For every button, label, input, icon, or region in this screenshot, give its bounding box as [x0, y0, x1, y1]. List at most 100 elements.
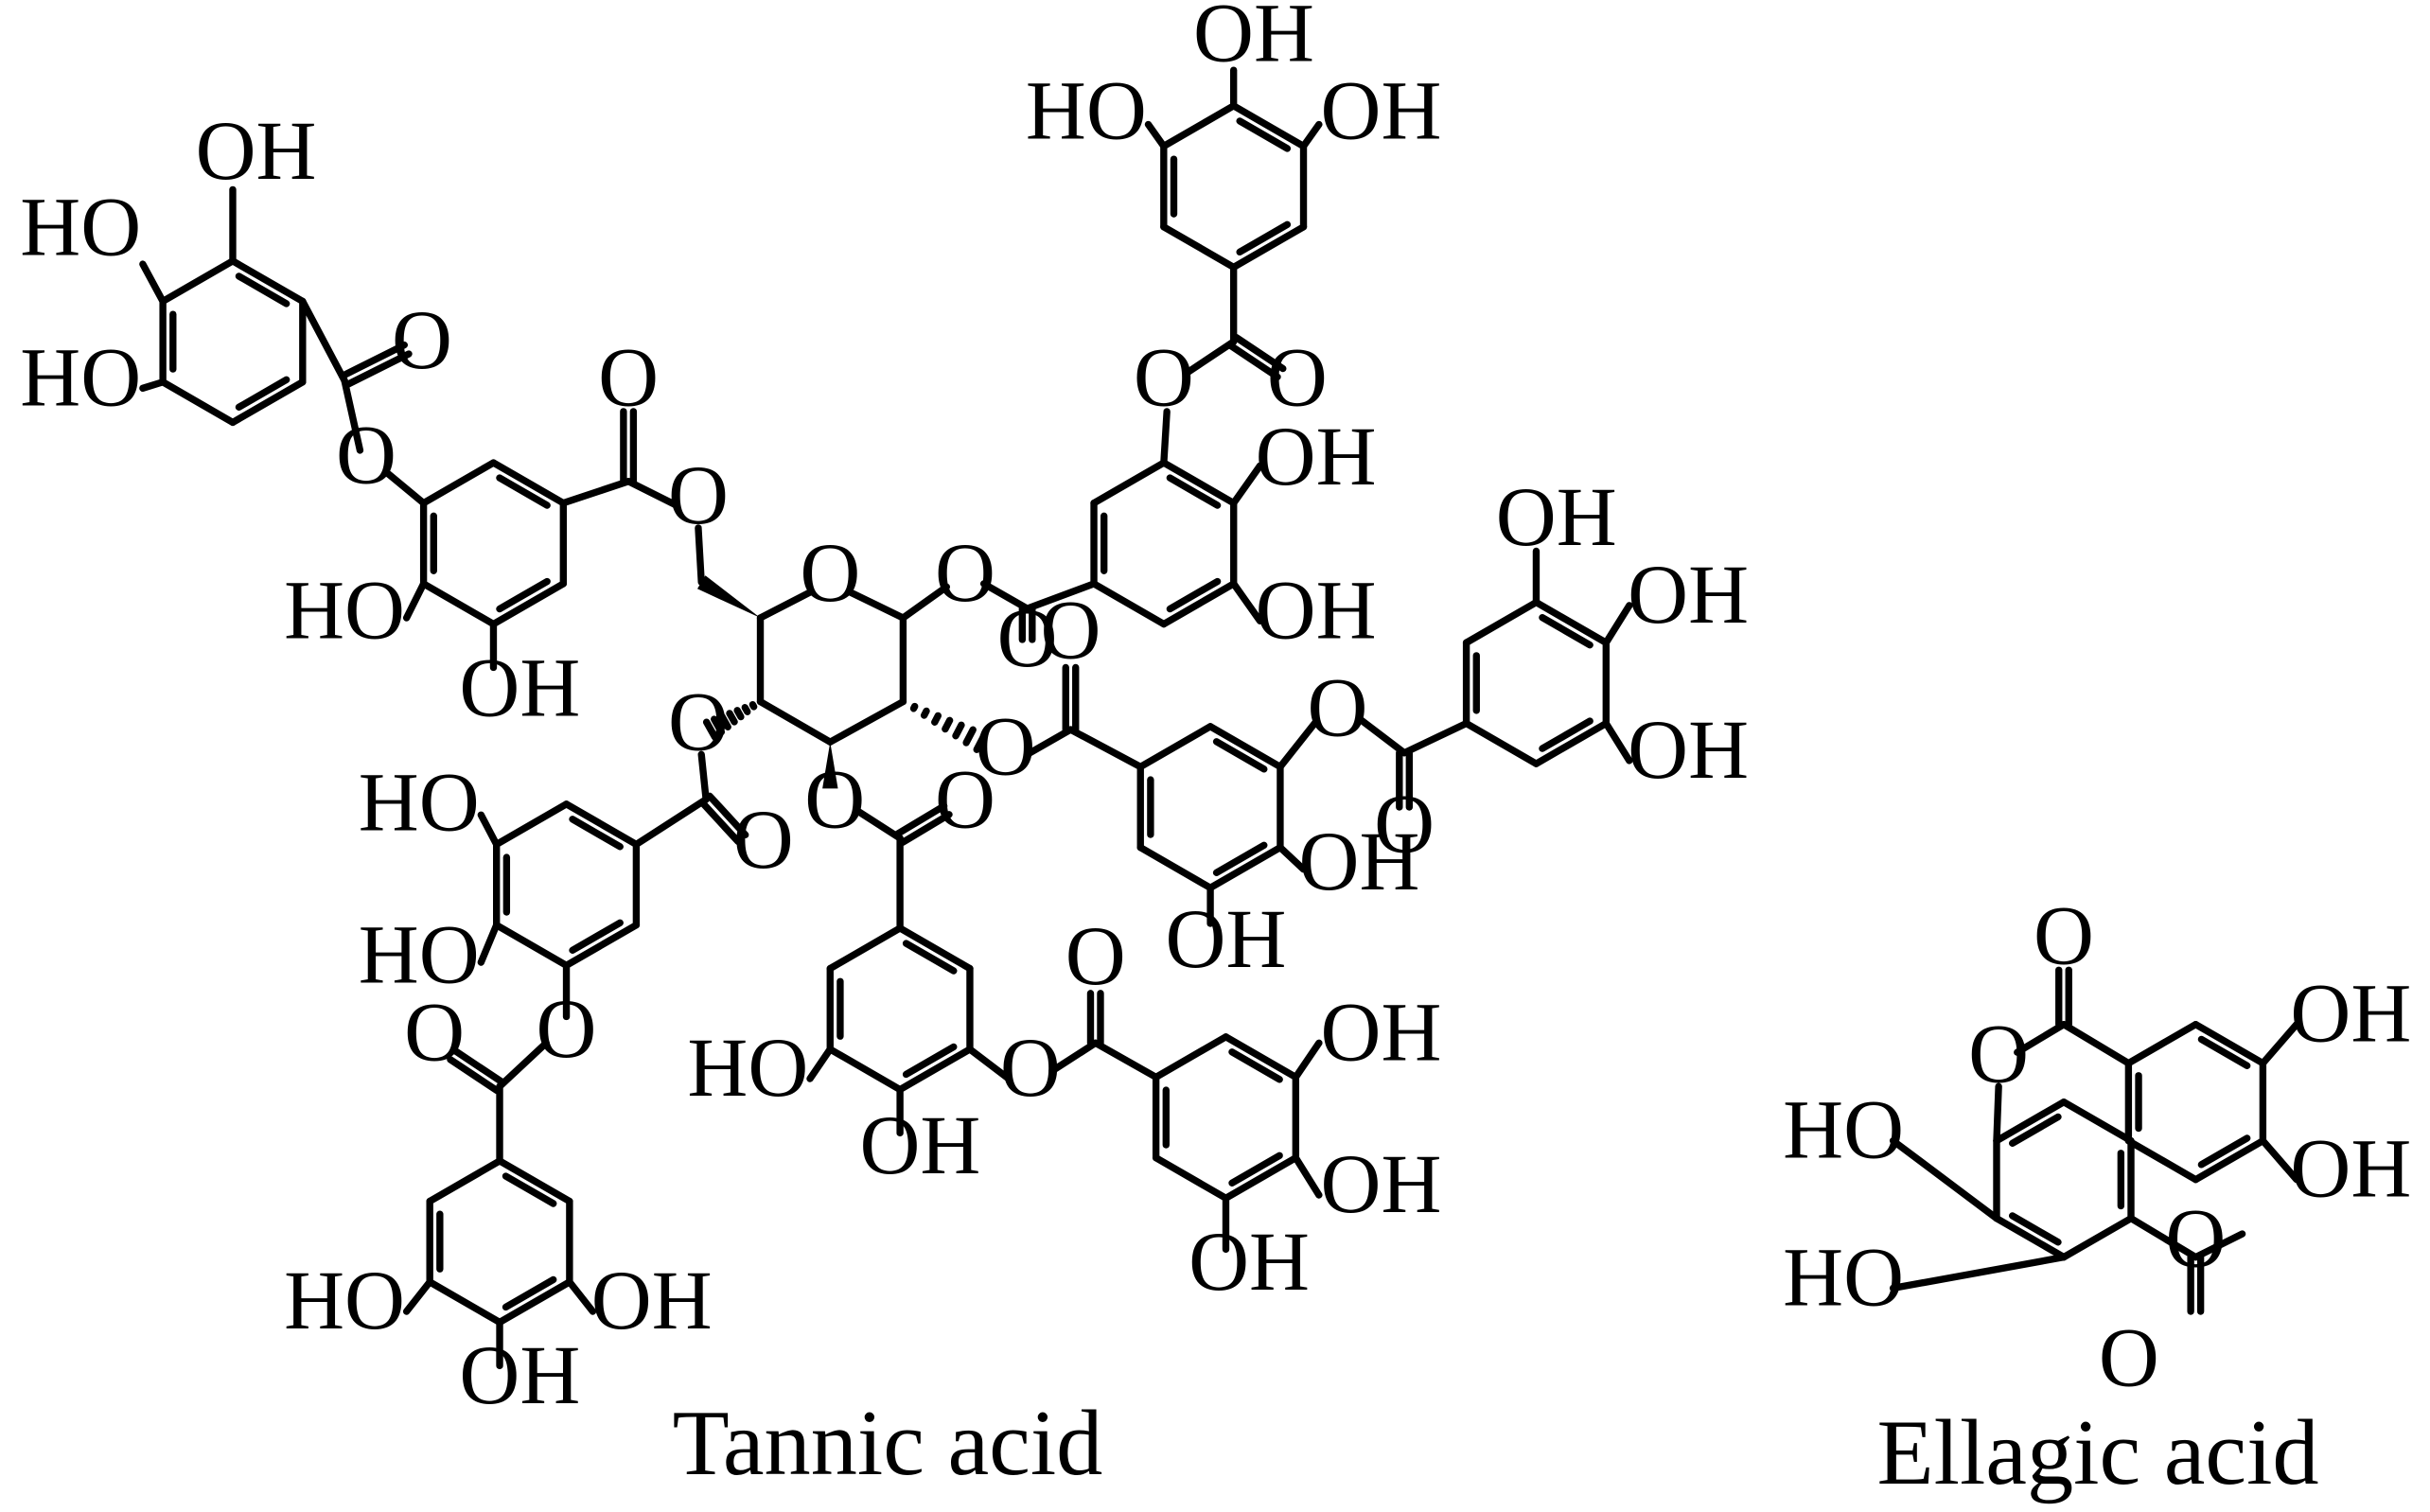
ring-a-bond	[235, 273, 291, 308]
bond	[1092, 1039, 1160, 1081]
bond	[384, 469, 428, 507]
oxygen-label: O	[2034, 890, 2094, 983]
ring-b-bond	[496, 474, 551, 509]
hash-bond	[718, 712, 731, 730]
ring-g-bond	[562, 800, 641, 849]
ring-i-bond	[826, 1046, 904, 1094]
ellagic-ring-bond	[2124, 1020, 2200, 1067]
ester-oxygen-label: O	[1000, 1022, 1061, 1115]
ring-b-bond	[489, 459, 568, 507]
hydroxyl-label: OH	[2290, 1123, 2411, 1216]
hydroxyl-label: OH	[1321, 1138, 1442, 1231]
bond	[477, 922, 501, 966]
hash-bond	[942, 716, 954, 733]
ring-c-bond	[1160, 580, 1238, 628]
bond	[139, 378, 167, 393]
ring-h-bond	[496, 1278, 573, 1327]
ring-i-bond	[902, 1043, 958, 1079]
ring-c-bond	[1160, 459, 1238, 507]
ring-g-bond	[569, 816, 624, 851]
hash-bond	[909, 702, 919, 712]
ester-oxygen-label: O	[1134, 331, 1194, 424]
hydroxyl-label: OH	[1299, 816, 1420, 908]
hydroxyl-label: HO	[1783, 1084, 1904, 1177]
bond	[566, 1278, 597, 1315]
ellagic-acid-caption: Ellagic acid	[1877, 1401, 2319, 1504]
bond	[139, 260, 167, 306]
ring-e-bond	[1206, 844, 1284, 892]
ring-a-bond	[235, 376, 291, 412]
oxygen-label: O	[1065, 910, 1126, 1003]
ring-a-bond	[229, 257, 307, 306]
hydroxyl-label: HO	[1026, 64, 1147, 157]
bond	[853, 806, 904, 842]
hash-bond	[741, 704, 751, 715]
bond	[2259, 1136, 2300, 1184]
ring-d-bond	[1160, 102, 1238, 150]
hash-bond	[711, 715, 726, 736]
bond	[1277, 844, 1308, 873]
hydroxyl-label: OH	[1256, 411, 1377, 503]
ellagic-ring-bond	[1993, 1214, 2068, 1261]
ester-oxygen-label: O	[935, 527, 995, 620]
ring-e-bond	[1136, 723, 1214, 771]
carbonyl-bond	[343, 350, 413, 389]
bond	[1299, 120, 1323, 150]
bond	[1230, 580, 1264, 624]
ellagic-ring-bond	[1993, 1098, 2068, 1145]
oxygen-label: O	[1041, 585, 1101, 677]
ring-i-bond	[902, 940, 958, 975]
bond	[632, 796, 710, 849]
hash-bond	[702, 718, 719, 741]
carbonyl-bond	[452, 1047, 506, 1086]
ring-f-bond	[1462, 719, 1541, 767]
ring-oxygen-label: O	[800, 527, 860, 620]
bond	[1066, 726, 1144, 771]
oxygen-label: O	[733, 794, 794, 887]
ellagic-ring-bond	[2192, 1020, 2267, 1067]
ring-i-bond	[896, 924, 974, 973]
bond	[1023, 580, 1098, 612]
ring-h-bond	[426, 1157, 503, 1205]
bond	[402, 1278, 433, 1315]
ring-e-bond	[1206, 723, 1284, 771]
bond	[402, 580, 428, 622]
hydroxyl-label: HO	[284, 1255, 405, 1347]
ester-oxygen-label: O	[668, 676, 729, 768]
hash-bond	[973, 730, 989, 753]
hash-bond	[962, 726, 977, 747]
bond	[1889, 1136, 2000, 1222]
bond	[559, 478, 632, 507]
hash-bond	[931, 712, 942, 726]
ellagic-ring-bond	[2197, 1134, 2251, 1169]
bond	[2127, 1214, 2200, 1261]
ellagic-ring-bond	[2060, 1214, 2135, 1261]
bond	[477, 811, 501, 849]
tannic-acid-caption: Tannic acid	[673, 1392, 1103, 1495]
ring-h-bond	[496, 1157, 573, 1205]
glucose-bond	[826, 697, 907, 746]
ring-d-bond	[1236, 220, 1292, 256]
oxygen-label: O	[1374, 779, 1435, 871]
ring-j-bond	[1228, 1048, 1283, 1083]
bond	[1230, 462, 1264, 507]
ellagic-ring-bond	[2197, 1035, 2251, 1070]
bond	[1400, 719, 1470, 757]
carbonyl-bond	[339, 341, 408, 380]
hydroxyl-label: OH	[1628, 549, 1749, 642]
wedge-bond	[822, 742, 838, 789]
ring-d-bond	[1229, 102, 1308, 150]
ring-d-bond	[1236, 117, 1292, 152]
hydroxyl-label: HO	[359, 908, 480, 1001]
ring-j-bond	[1222, 1153, 1300, 1203]
hydroxyl-label: OH	[1496, 471, 1617, 564]
hash-bond	[726, 710, 738, 726]
bond	[299, 297, 348, 384]
ring-h-bond	[426, 1278, 503, 1327]
carbonyl-bond	[447, 1056, 501, 1095]
ring-f-bond	[1532, 719, 1610, 767]
hydroxyl-label: HO	[20, 181, 141, 273]
hydroxyl-label: OH	[591, 1255, 713, 1347]
ring-oxygen-label: O	[1968, 1008, 2029, 1100]
